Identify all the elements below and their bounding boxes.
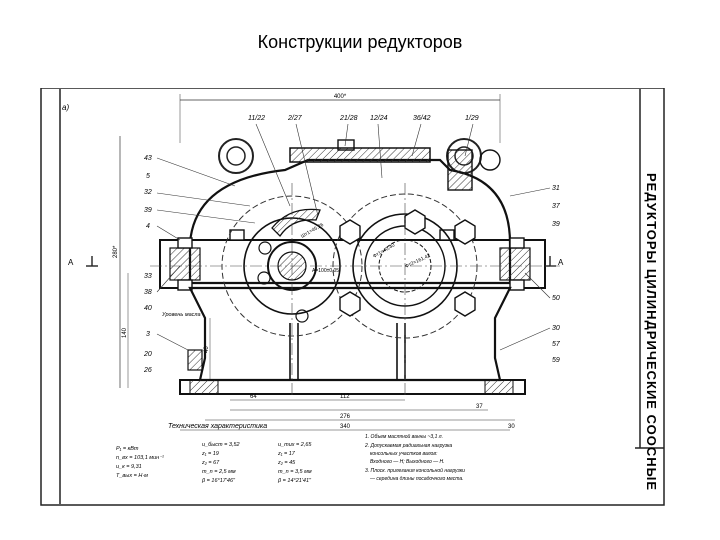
side-title: РЕДУКТОРЫ ЦИЛИНДРИЧЕСКИЕ СООСНЫЕ bbox=[644, 173, 659, 491]
svg-text:2/27: 2/27 bbox=[287, 115, 303, 122]
svg-text:12/24: 12/24 bbox=[370, 115, 388, 122]
svg-text:1/29: 1/29 bbox=[465, 115, 479, 122]
svg-text:z₁ = 19: z₁ = 19 bbox=[201, 451, 219, 457]
svg-text:z₁ = 17: z₁ = 17 bbox=[277, 451, 296, 457]
svg-text:26: 26 bbox=[143, 367, 152, 374]
dimension-overall-width: 400* bbox=[179, 94, 501, 143]
svg-text:36/42: 36/42 bbox=[413, 115, 431, 122]
callouts-right: 31 37 39 50 30 57 59 bbox=[552, 185, 561, 364]
svg-text:276: 276 bbox=[340, 414, 351, 420]
svg-text:33: 33 bbox=[144, 273, 152, 280]
section-mark-left: А bbox=[68, 256, 98, 267]
svg-text:40: 40 bbox=[204, 346, 210, 353]
svg-text:консольных участков валов:: консольных участков валов: bbox=[370, 451, 438, 457]
svg-text:m_n = 3,5 мм: m_n = 3,5 мм bbox=[278, 469, 312, 475]
svg-text:340: 340 bbox=[340, 424, 351, 430]
svg-text:u_тих = 2,65: u_тих = 2,65 bbox=[278, 442, 312, 448]
oil-drain-plug bbox=[187, 349, 203, 371]
svg-text:39: 39 bbox=[552, 221, 560, 228]
svg-text:280*: 280* bbox=[113, 245, 119, 258]
svg-text:β = 16°17'46": β = 16°17'46" bbox=[201, 478, 236, 484]
svg-text:4: 4 bbox=[146, 223, 150, 230]
svg-text:21/28: 21/28 bbox=[339, 115, 358, 122]
spec-right-column: u_тих = 2,65 z₁ = 17 z₂ = 45 m_n = 3,5 м… bbox=[277, 442, 312, 484]
drawing-notes: 1. Объем масляной ванны ~3,1 л. 2. Допус… bbox=[364, 433, 465, 482]
svg-text:2. Допускаемая радиальная нагр: 2. Допускаемая радиальная нагрузка bbox=[364, 443, 452, 449]
svg-text:1. Объем масляной ванны ~3,1 л: 1. Объем масляной ванны ~3,1 л. bbox=[365, 433, 443, 440]
svg-text:m_n = 2,5 мм: m_n = 2,5 мм bbox=[202, 469, 236, 475]
svg-text:37: 37 bbox=[552, 203, 561, 210]
svg-text:А: А bbox=[68, 258, 74, 267]
svg-text:20: 20 bbox=[143, 351, 152, 358]
dimension-overall-height: 280* 140 40 bbox=[113, 136, 211, 388]
spec-left-column: P₁ = кВт n_вх = 103,1 мин⁻¹ u_к = 9,31 T… bbox=[116, 446, 164, 479]
lifting-eye-left bbox=[218, 138, 254, 174]
svg-text:140: 140 bbox=[122, 327, 128, 338]
svg-text:n_вх = 103,1 мин⁻¹: n_вх = 103,1 мин⁻¹ bbox=[116, 455, 164, 461]
oil-level-label: Уровень масла bbox=[161, 312, 201, 318]
svg-text:3: 3 bbox=[146, 331, 150, 338]
svg-text:P₁ = кВт: P₁ = кВт bbox=[116, 446, 139, 452]
bottom-dimensions: 64 112 37 276 340 30 bbox=[180, 394, 515, 431]
hex-bolts bbox=[339, 209, 476, 317]
input-shaft-fitting bbox=[447, 149, 473, 191]
svg-text:u_быст = 3,52: u_быст = 3,52 bbox=[202, 442, 240, 448]
svg-text:43: 43 bbox=[144, 155, 152, 162]
base-foot bbox=[179, 379, 526, 395]
svg-text:u_к = 9,31: u_к = 9,31 bbox=[116, 464, 142, 470]
svg-text:5: 5 bbox=[146, 173, 150, 180]
spec-title: Техническая характеристика bbox=[168, 423, 267, 430]
svg-text:z₂ = 45: z₂ = 45 bbox=[277, 460, 296, 466]
svg-text:40: 40 bbox=[144, 305, 152, 312]
svg-text:— середина длины посадочного м: — середина длины посадочного места. bbox=[369, 476, 464, 482]
svg-text:57: 57 bbox=[552, 341, 561, 348]
svg-text:64: 64 bbox=[250, 394, 257, 400]
inspection-cover bbox=[289, 147, 431, 163]
svg-text:T_вых = Н·м: T_вых = Н·м bbox=[116, 473, 148, 479]
svg-text:11/22: 11/22 bbox=[248, 115, 265, 122]
svg-text:39: 39 bbox=[144, 207, 152, 214]
svg-text:Входного — Н; Выходного — Н.: Входного — Н; Выходного — Н. bbox=[370, 459, 445, 465]
gear-reducer-drawing: а) РЕДУКТОРЫ ЦИЛИНДРИЧЕСКИЕ СООСНЫЕ 400*… bbox=[40, 87, 665, 506]
svg-text:59: 59 bbox=[552, 357, 560, 364]
svg-text:30: 30 bbox=[552, 325, 560, 332]
slide-title: Конструкции редукторов bbox=[257, 32, 463, 52]
svg-text:β = 14°21'41": β = 14°21'41" bbox=[277, 478, 312, 484]
callouts-top: 11/22 2/27 21/28 12/24 36/42 1/29 bbox=[248, 115, 479, 122]
svg-text:32: 32 bbox=[144, 189, 152, 196]
spec-mid-column: u_быст = 3,52 z₁ = 19 z₂ = 67 m_n = 2,5 … bbox=[201, 442, 240, 484]
engineering-drawing-sheet: а) РЕДУКТОРЫ ЦИЛИНДРИЧЕСКИЕ СООСНЫЕ 400*… bbox=[40, 87, 665, 506]
centerlines bbox=[150, 183, 560, 398]
svg-text:50: 50 bbox=[552, 295, 560, 302]
svg-text:30: 30 bbox=[508, 424, 515, 430]
svg-text:3. Плоск. прилегания консольно: 3. Плоск. прилегания консольной нагрузки bbox=[365, 467, 465, 474]
left-gear-section bbox=[271, 208, 321, 238]
variant-mark: а) bbox=[62, 103, 69, 112]
svg-text:38: 38 bbox=[144, 289, 152, 296]
gear-note-2: А=100±0,05 bbox=[312, 268, 339, 274]
svg-text:z₂ = 67: z₂ = 67 bbox=[201, 460, 220, 466]
svg-text:112: 112 bbox=[340, 394, 350, 400]
callouts-left: 43 5 32 39 4 33 38 40 3 20 26 bbox=[143, 155, 152, 374]
svg-text:37: 37 bbox=[476, 404, 483, 410]
svg-text:400*: 400* bbox=[334, 94, 347, 100]
svg-text:31: 31 bbox=[552, 185, 560, 192]
svg-text:А: А bbox=[558, 258, 564, 267]
